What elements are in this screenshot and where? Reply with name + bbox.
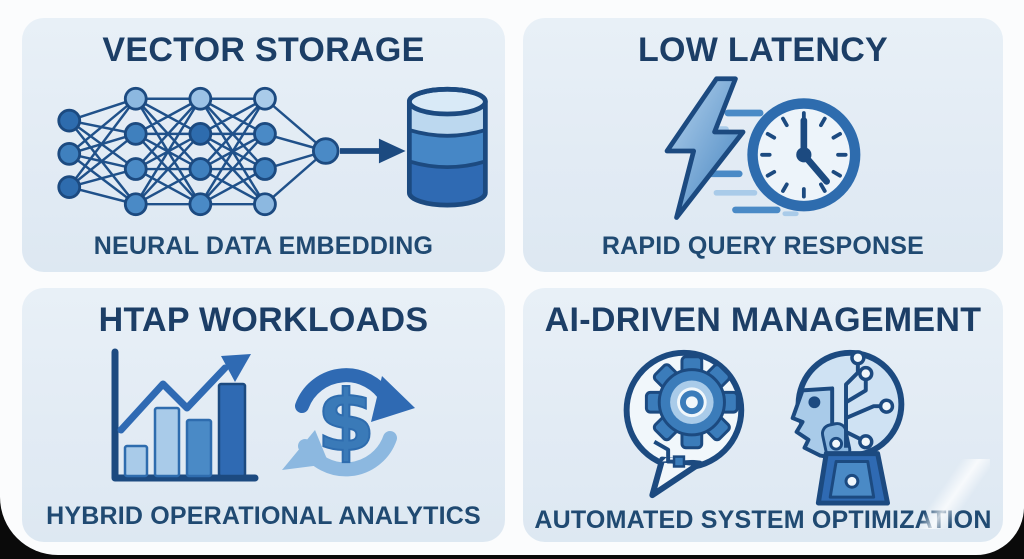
card-htap-workloads: HTAP WORKLOADS <box>22 288 505 542</box>
lightning-icon <box>664 76 746 220</box>
card-title: VECTOR STORAGE <box>102 31 425 69</box>
card-caption: HYBRID OPERATIONAL ANALYTICS <box>46 501 481 530</box>
card-grid: VECTOR STORAGE <box>22 18 1003 542</box>
card-caption: NEURAL DATA EMBEDDING <box>93 231 434 260</box>
gear-bubble-ai-head-icon <box>623 350 905 506</box>
lightning-clock-icon <box>664 76 861 220</box>
card-vector-storage: VECTOR STORAGE <box>22 18 505 272</box>
card-caption: AUTOMATED SYSTEM OPTIMIZATION <box>534 506 992 535</box>
bar-chart-icon <box>111 348 258 482</box>
ai-head-icon <box>790 350 905 506</box>
card-title: HTAP WORKLOADS <box>98 301 429 339</box>
clock-icon <box>747 98 861 212</box>
dollar-sign: $ <box>316 372 374 470</box>
dollar-cycle-icon: $ <box>281 368 415 477</box>
neural-network-to-database-icon <box>56 86 488 217</box>
gear-icon <box>644 355 739 450</box>
card-caption: RAPID QUERY RESPONSE <box>601 231 925 260</box>
chart-dollar-cycle-icon: $ <box>111 348 415 482</box>
circuit-squiggle-icon <box>653 440 686 469</box>
neural-network-icon <box>56 86 340 217</box>
card-title: AI-DRIVEN MANAGEMENT <box>544 301 982 339</box>
database-icon <box>406 86 488 208</box>
card-ai-driven-management: AI-DRIVEN MANAGEMENT <box>523 288 1003 542</box>
card-low-latency: LOW LATENCY <box>523 18 1003 272</box>
card-title: LOW LATENCY <box>637 31 889 69</box>
arrow-icon <box>339 138 406 164</box>
